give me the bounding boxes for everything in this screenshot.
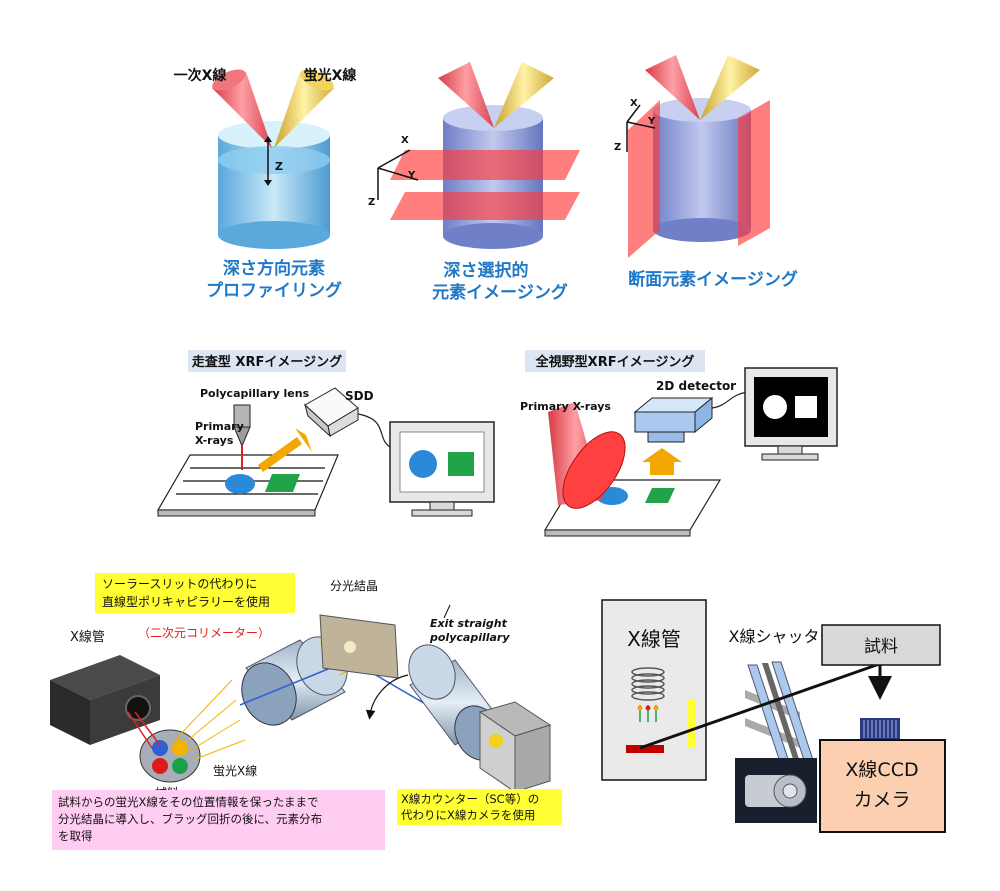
caption-depth-profiling-1: 深さ方向元素: [223, 258, 325, 279]
title-scanning-xrf: 走査型 XRFイメージング: [192, 354, 342, 370]
selection-plane-lower: [390, 192, 580, 220]
analyzing-crystal: [319, 614, 399, 679]
monitor-right: [744, 367, 838, 461]
fluor-beams-1: [174, 679, 246, 761]
caption-depth-selective-2: 元素イメージング: [432, 282, 568, 303]
caption-depth-profiling-2: プロファイリング: [206, 280, 342, 301]
title-box-fullfield: [525, 350, 705, 372]
primary-beam-cone-3: [645, 55, 700, 120]
note-solar-slit-1: ソーラースリットの代わりに: [102, 577, 257, 591]
sdd-detector: [304, 387, 359, 438]
tube-label-c: X線管: [70, 629, 105, 645]
x-label-3: X: [630, 98, 638, 109]
polycap-label: Polycapillary lens: [200, 387, 310, 400]
beryllium-window: [688, 700, 695, 748]
z-label-3: Z: [614, 142, 621, 153]
primary-label-2: X-rays: [195, 434, 234, 447]
ccd-camera-photo: [735, 758, 817, 823]
x-label-2: X: [401, 135, 409, 146]
xray-tube-c: [50, 655, 160, 745]
cylinder-1: [218, 121, 330, 249]
y-label-2: Y: [407, 170, 416, 181]
primary-beam-cone-1: [212, 69, 272, 148]
ccd-camera-label-1: X線CCD: [845, 759, 918, 781]
note-solar-slit-2: 直線型ポリキャピラリーを使用: [102, 594, 270, 609]
note-box-bragg: [52, 790, 385, 850]
note-camera-2: 代わりにX線カメラを使用: [401, 808, 535, 822]
sdd-label: SDD: [345, 389, 374, 403]
exit-polycap-1: Exit straight: [430, 617, 508, 630]
xray-shutter: [745, 661, 814, 766]
filament-coil: [631, 667, 665, 701]
beam-path: [639, 660, 886, 750]
axes-3: [626, 104, 656, 152]
ccd-camera-label-2: カメラ: [853, 789, 910, 811]
tube-label-d: X線管: [627, 627, 681, 651]
title-box-scanning: [188, 350, 346, 372]
primary-beam-cone-2: [438, 62, 494, 128]
note-bragg-2: 分光結晶に導入し、ブラッグ回折の後に、元素分布: [58, 812, 322, 826]
panel-c-wds-imaging: ソーラースリットの代わりに 直線型ポリキャピラリーを使用 （二次元コリメーター）…: [50, 573, 562, 850]
primary-label-right: Primary X-rays: [520, 400, 611, 413]
scan-sample-blue: [225, 474, 255, 494]
title-fullfield-xrf: 全視野型XRFイメージング: [535, 354, 695, 370]
cone-base-right: [562, 431, 626, 509]
panel-a-depth-imaging: Z 一次X線 蛍光X線 深さ方向元素 プロファイリング X Y Z 深さ選択的 …: [174, 55, 798, 303]
ccd-camera-box: [819, 739, 946, 833]
section-plane-left: [628, 100, 660, 258]
note-box-solar-slit: [95, 573, 295, 613]
fluor-label-c: 蛍光X線: [213, 763, 257, 778]
fluor-arrow-right: [642, 448, 682, 475]
panel-b-xrf-imaging: 走査型 XRFイメージング Polycapillary lens Primary…: [156, 350, 838, 537]
note-box-camera: [397, 789, 562, 825]
detector-2d-label: 2D detector: [656, 379, 736, 393]
cylinder-3: [653, 98, 751, 242]
selection-plane-upper: [390, 150, 580, 180]
z-label-1: Z: [275, 160, 283, 173]
fluor-beam-cone-3: [700, 55, 760, 120]
rotation-arrow: [365, 674, 409, 720]
note-bragg-3: を取得: [58, 829, 93, 843]
section-plane-right: [738, 100, 770, 246]
note-camera-1: X線カウンター（SC等）の: [401, 792, 539, 806]
exit-polycap-2: polycapillary: [429, 631, 510, 644]
z-label-2: Z: [368, 197, 375, 208]
caption-cross-section: 断面元素イメージング: [628, 269, 798, 290]
shutter-label: X線シャッター: [729, 627, 836, 646]
collimator-label: （二次元コリメーター）: [138, 626, 270, 640]
sample-box-d: [821, 624, 941, 666]
caption-depth-selective-1: 深さ選択的: [444, 260, 529, 281]
crystal-label: 分光結晶: [330, 579, 378, 593]
anode-target: [626, 745, 664, 753]
detector-2d: [633, 396, 714, 443]
scan-sample-green: [265, 474, 300, 492]
field-sample-green: [645, 488, 675, 503]
monitor-left: [389, 421, 495, 517]
fluor-xray-label: 蛍光X線: [304, 67, 357, 84]
ccd-sensor: [860, 718, 900, 740]
axes-2: [377, 149, 419, 200]
fluor-arrow-left: [258, 437, 302, 472]
y-label-3: Y: [647, 116, 656, 127]
primary-label-1: Primary: [195, 420, 244, 433]
panel-d-ccd-setup: X線管 X線シャッター 試料: [601, 599, 946, 833]
sample-label-d: 試料: [864, 637, 898, 657]
primary-xray-label: 一次X線: [174, 67, 227, 84]
fluor-beam-cone-1: [274, 69, 334, 148]
fluor-beam-cone-2: [494, 62, 554, 128]
note-bragg-1: 試料からの蛍光X線をその位置情報を保ったままで: [58, 795, 319, 809]
xray-camera-c: [478, 701, 552, 793]
